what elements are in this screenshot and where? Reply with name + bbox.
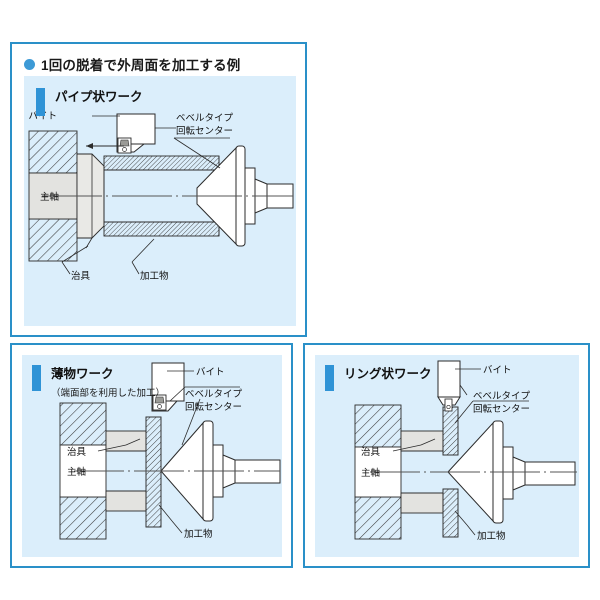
jig-part bbox=[400, 430, 444, 514]
machine-wall bbox=[28, 130, 78, 262]
panel-title-label: 薄物ワーク bbox=[51, 367, 114, 381]
jig-part bbox=[105, 430, 147, 512]
feed-direction-arrow bbox=[86, 143, 124, 149]
tick-marker-icon bbox=[36, 88, 45, 116]
label-spindle: 主軸 bbox=[67, 466, 86, 478]
machine-wall bbox=[354, 404, 402, 540]
section-card-thin-work: 薄物ワーク （端面部を利用した加工） bbox=[10, 343, 293, 568]
label-center-line1: ベベルタイプ bbox=[176, 113, 234, 124]
leader-lines bbox=[61, 115, 230, 275]
pipe-work-drawing: バイト ベベルタイプ 回転センター 主軸 治具 加工物 bbox=[28, 111, 294, 282]
panel-pipe-work: パイプ状ワーク bbox=[24, 76, 296, 326]
panel-title-pipe-work: パイプ状ワーク bbox=[36, 88, 143, 116]
panel-ring-work: リング状ワーク bbox=[315, 355, 579, 557]
label-center-line1: ベベルタイプ bbox=[185, 389, 243, 400]
panel-title-label: パイプ状ワーク bbox=[55, 90, 143, 104]
section-card-main: 1回の脱着で外周面を加工する例 パイプ状ワーク bbox=[10, 42, 307, 337]
label-tool: バイト bbox=[483, 365, 512, 376]
tick-marker-icon bbox=[325, 365, 334, 391]
label-spindle: 主軸 bbox=[361, 467, 380, 479]
leader-lines bbox=[97, 370, 240, 534]
panel-thin-work: 薄物ワーク （端面部を利用した加工） bbox=[22, 355, 282, 557]
label-jig: 治具 bbox=[361, 446, 381, 458]
section-title-label: 1回の脱着で外周面を加工する例 bbox=[41, 58, 241, 73]
leader-lines bbox=[392, 368, 529, 536]
label-workpiece: 加工物 bbox=[184, 528, 213, 540]
machine-wall bbox=[59, 402, 107, 540]
label-center-line2: 回転センター bbox=[473, 404, 530, 415]
label-center-line1: ベベルタイプ bbox=[473, 391, 531, 402]
section-card-ring-work: リング状ワーク bbox=[303, 343, 590, 568]
label-center-line2: 回転センター bbox=[176, 126, 233, 137]
cutting-tool bbox=[116, 113, 156, 154]
label-jig: 治具 bbox=[67, 446, 87, 458]
panel-title-ring-work: リング状ワーク bbox=[325, 365, 432, 391]
label-tool: バイト bbox=[196, 367, 225, 378]
workpiece-pipe bbox=[103, 155, 220, 237]
panel-subtitle-label: （端面部を利用した加工） bbox=[51, 388, 166, 399]
label-workpiece: 加工物 bbox=[477, 530, 506, 542]
thin-work-drawing: バイト ベベルタイプ 回転センター 治具 主軸 加工物 bbox=[59, 362, 281, 540]
section-title: 1回の脱着で外周面を加工する例 bbox=[24, 54, 241, 74]
label-workpiece: 加工物 bbox=[140, 270, 169, 282]
label-spindle: 主軸 bbox=[40, 191, 59, 203]
label-jig: 治具 bbox=[71, 270, 91, 282]
label-center-line2: 回転センター bbox=[185, 402, 242, 413]
cutting-tool bbox=[437, 360, 461, 412]
workpiece-thin-plate bbox=[145, 416, 162, 528]
label-tool: バイト bbox=[28, 111, 57, 122]
panel-title-thin-work: 薄物ワーク （端面部を利用した加工） bbox=[32, 365, 165, 401]
ring-work-drawing: バイト ベベルタイプ 回転センター 治具 主軸 加工物 bbox=[354, 360, 577, 542]
bullet-dot-icon bbox=[24, 58, 35, 70]
cutting-tool bbox=[151, 362, 185, 412]
panel-title-label: リング状ワーク bbox=[344, 367, 432, 381]
tick-marker-icon bbox=[32, 365, 41, 391]
workpiece-ring bbox=[442, 406, 459, 538]
